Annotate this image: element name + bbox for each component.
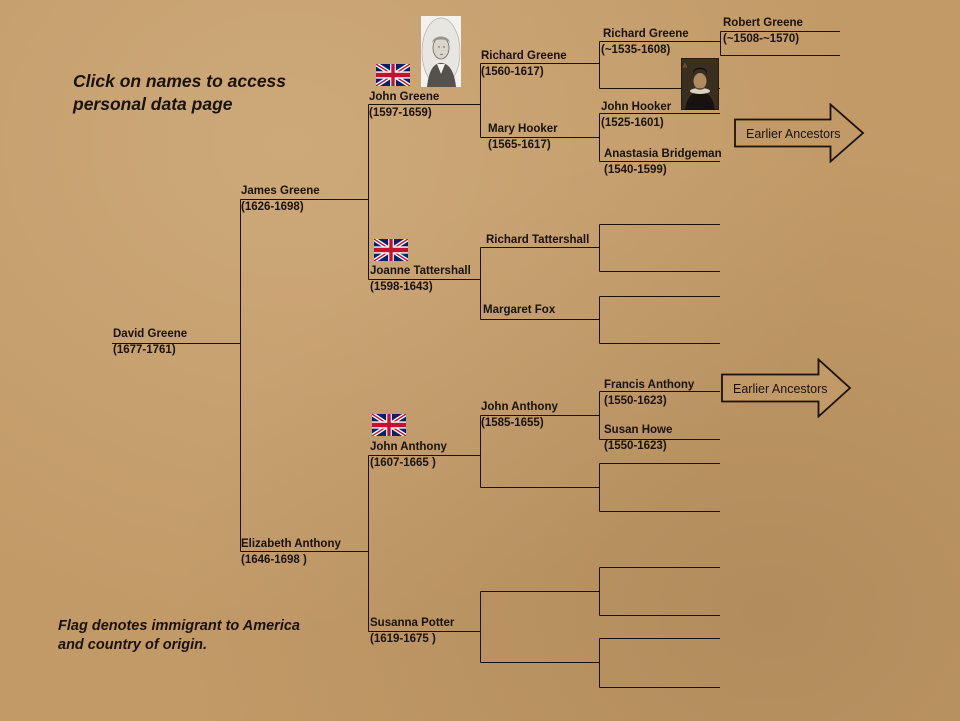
person-dates-richard-greene: (1560-1617) <box>481 66 544 78</box>
person-dates-susanna-potter: (1619-1675 ) <box>370 633 436 645</box>
flag-legend-note: Flag denotes immigrant to America and co… <box>58 617 300 655</box>
person-dates-richard-greene-sr: (~1535-1608) <box>601 44 671 56</box>
earlier-ancestors-arrow-upper[interactable]: Earlier Ancestors <box>734 102 866 164</box>
person-dates-john-hooker: (1525-1601) <box>601 117 664 129</box>
right-arrow-icon <box>734 102 865 164</box>
uk-flag-icon <box>374 239 408 261</box>
person-dates-robert-greene: (~1508-~1570) <box>723 33 800 45</box>
person-name-james-greene[interactable]: James Greene <box>241 185 320 197</box>
person-name-richard-greene[interactable]: Richard Greene <box>481 50 567 62</box>
john-hooker-portrait[interactable]: ⁂ <box>681 58 719 110</box>
person-name-margaret-fox[interactable]: Margaret Fox <box>483 304 556 316</box>
person-name-richard-greene-sr[interactable]: Richard Greene <box>603 28 689 40</box>
portrait-inscription-icon: ⁂ <box>683 63 687 68</box>
person-name-john-anthony[interactable]: John Anthony <box>370 441 447 453</box>
person-name-david-greene[interactable]: David Greene <box>113 328 188 340</box>
john-greene-portrait[interactable] <box>421 16 461 87</box>
person-name-john-greene[interactable]: John Greene <box>369 91 440 103</box>
person-name-john-hooker[interactable]: John Hooker <box>601 101 672 113</box>
person-name-francis-anthony[interactable]: Francis Anthony <box>604 379 695 391</box>
instruction-line-2: personal data page <box>73 94 233 114</box>
person-dates-susan-howe: (1550-1623) <box>604 440 667 452</box>
person-name-mary-hooker[interactable]: Mary Hooker <box>488 123 558 135</box>
person-name-robert-greene[interactable]: Robert Greene <box>723 17 803 29</box>
person-dates-anastasia-bridgeman: (1540-1599) <box>604 164 667 176</box>
person-dates-elizabeth-anthony: (1646-1698 ) <box>241 554 307 566</box>
person-dates-james-greene: (1626-1698) <box>241 201 304 213</box>
right-arrow-icon <box>721 357 852 419</box>
person-name-anastasia-bridgeman[interactable]: Anastasia Bridgeman <box>604 148 722 160</box>
person-dates-john-greene: (1597-1659) <box>369 107 432 119</box>
person-name-susan-howe[interactable]: Susan Howe <box>604 424 673 436</box>
earlier-ancestors-label: Earlier Ancestors <box>733 382 828 396</box>
flag-legend-line-1: Flag denotes immigrant to America <box>58 618 300 634</box>
person-name-john-anthony-sr[interactable]: John Anthony <box>481 401 558 413</box>
person-dates-john-anthony-sr: (1585-1655) <box>481 417 544 429</box>
earlier-ancestors-label: Earlier Ancestors <box>746 127 841 141</box>
person-name-elizabeth-anthony[interactable]: Elizabeth Anthony <box>241 538 341 550</box>
person-name-joanne-tattershall[interactable]: Joanne Tattershall <box>370 265 471 277</box>
uk-flag-icon <box>376 64 410 86</box>
uk-flag-icon <box>372 414 406 436</box>
person-dates-david-greene: (1677-1761) <box>113 344 176 356</box>
person-dates-mary-hooker: (1565-1617) <box>488 139 551 151</box>
flag-legend-line-2: and country of origin. <box>58 637 208 653</box>
instruction-note: Click on names to access personal data p… <box>73 70 286 116</box>
earlier-ancestors-arrow-lower[interactable]: Earlier Ancestors <box>721 357 853 419</box>
person-dates-joanne-tattershall: (1598-1643) <box>370 281 433 293</box>
person-name-richard-tattershall[interactable]: Richard Tattershall <box>486 234 590 246</box>
person-name-susanna-potter[interactable]: Susanna Potter <box>370 617 455 629</box>
person-dates-john-anthony: (1607-1665 ) <box>370 457 436 469</box>
instruction-line-1: Click on names to access <box>73 71 287 91</box>
person-dates-francis-anthony: (1550-1623) <box>604 395 667 407</box>
